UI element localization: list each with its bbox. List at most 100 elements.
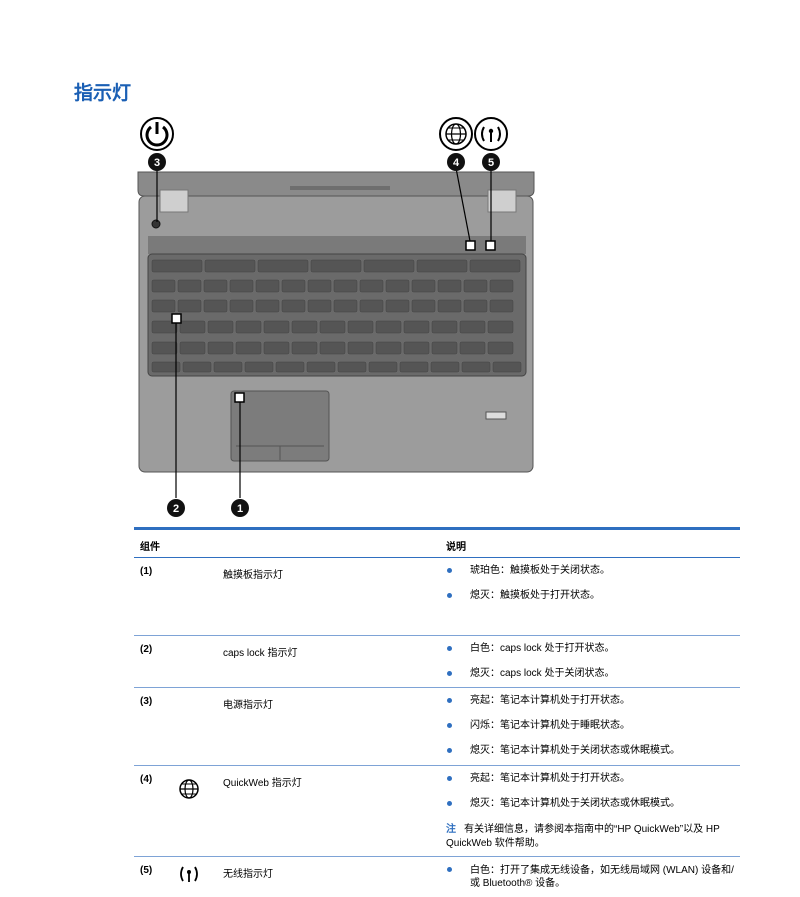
keyboard-key: [319, 320, 346, 334]
keyboard-key: [151, 279, 176, 293]
keyboard-key: [177, 279, 202, 293]
keyboard-key: [461, 361, 491, 373]
keyboard-key: [431, 320, 458, 334]
header-description: 说明: [446, 542, 466, 553]
keyboard-key: [359, 299, 384, 313]
keyboard-key: [469, 259, 521, 273]
keyboard-key: [319, 341, 346, 355]
keyboard-key: [416, 259, 468, 273]
callout-2: 2: [167, 499, 185, 517]
keyboard-key: [489, 279, 514, 293]
list-item: 白色：打开了集成无线设备，如无线局域网 (WLAN) 设备和/或 Bluetoo…: [446, 864, 740, 889]
keyboard-key: [489, 299, 514, 313]
list-item: 闪烁：笔记本计算机处于睡眠状态。: [446, 720, 740, 745]
keyboard-key: [281, 299, 306, 313]
svg-text:5: 5: [488, 157, 494, 169]
keyboard-key: [306, 361, 336, 373]
keyboard-key: [459, 341, 486, 355]
keyboard-key: [359, 279, 384, 293]
note-text: 有关详细信息，请参阅本指南中的“HP QuickWeb”以及 HP QuickW…: [446, 824, 720, 849]
svg-text:2: 2: [173, 503, 179, 515]
keyboard-key: [255, 279, 280, 293]
keyboard-key: [177, 299, 202, 313]
table-row: (5) 无线指示灯 白色：打开了集成无线设备，如无线局域网 (WLAN) 设备和…: [134, 857, 740, 897]
keyboard-key: [257, 259, 309, 273]
keyboard-key: [204, 259, 256, 273]
list-item: 亮起：笔记本计算机处于打开状态。: [446, 773, 740, 798]
svg-text:3: 3: [154, 157, 160, 169]
keyboard-key: [151, 320, 178, 334]
keyboard-key: [463, 279, 488, 293]
keyboard-key: [399, 361, 429, 373]
component-name: 电源指示灯: [223, 700, 273, 711]
keyboard-key: [437, 279, 462, 293]
row-number: (5): [140, 865, 153, 876]
keyboard-key: [431, 341, 458, 355]
power-icon: [140, 117, 174, 151]
component-table: 组件 说明 (1) 触摸板指示灯 琥珀色：触摸板处于关闭状态。 熄灭：触摸板处于…: [134, 527, 740, 897]
keyboard-key: [263, 320, 290, 334]
keyboard-key: [151, 361, 181, 373]
keyboard-key: [347, 320, 374, 334]
table-row: (3) 电源指示灯 亮起：笔记本计算机处于打开状态。 闪烁：笔记本计算机处于睡眠…: [134, 688, 740, 766]
keyboard-key: [255, 299, 280, 313]
svg-text:4: 4: [453, 157, 460, 169]
table-row: (2) caps lock 指示灯 白色：caps lock 处于打开状态。 熄…: [134, 636, 740, 688]
keyboard-key: [403, 320, 430, 334]
keyboard-key: [492, 361, 522, 373]
keyboard-key: [411, 279, 436, 293]
keyboard-key: [307, 279, 332, 293]
page-title: 指示灯: [74, 83, 132, 104]
keyboard-key: [203, 299, 228, 313]
keyboard-key: [229, 299, 254, 313]
keyboard-key: [235, 320, 262, 334]
keyboard-key: [375, 341, 402, 355]
table-row: (4) QuickWeb 指示灯 亮起：笔记本计算机处于打开状态。 熄灭：笔记本…: [134, 766, 740, 857]
keyboard-key: [182, 361, 212, 373]
keyboard-key: [179, 341, 206, 355]
keyboard-key: [375, 320, 402, 334]
keyboard-key: [275, 361, 305, 373]
note: 注有关详细信息，请参阅本指南中的“HP QuickWeb”以及 HP Quick…: [446, 823, 740, 859]
component-name: 触摸板指示灯: [223, 570, 283, 581]
keyboard-key: [403, 341, 430, 355]
keyboard-key: [385, 279, 410, 293]
keyboard-key: [487, 320, 514, 334]
keyboard-key: [213, 361, 243, 373]
component-name: QuickWeb 指示灯: [223, 778, 302, 789]
keyboard-key: [244, 361, 274, 373]
globe-icon: [439, 117, 473, 151]
row-number: (3): [140, 696, 153, 707]
component-name: caps lock 指示灯: [223, 648, 298, 659]
laptop-diagram: 3 4 5 2 1: [137, 117, 535, 517]
wireless-icon: [180, 866, 198, 882]
keyboard-key: [151, 259, 203, 273]
wireless-icon: [474, 117, 508, 151]
keyboard-key: [337, 361, 367, 373]
row-number: (4): [140, 774, 153, 785]
globe-icon: [179, 779, 199, 799]
list-item: 熄灭：笔记本计算机处于关闭状态或休眠模式。: [446, 798, 740, 823]
callout-1: 1: [231, 499, 249, 517]
note-label: 注: [446, 824, 456, 835]
keyboard-key: [347, 341, 374, 355]
row-number: (2): [140, 644, 153, 655]
keyboard-key: [363, 259, 415, 273]
callout-5: 5: [482, 153, 500, 171]
keyboard-key: [333, 299, 358, 313]
keyboard-key: [310, 259, 362, 273]
table-header: 组件 说明: [134, 527, 740, 558]
svg-text:1: 1: [237, 503, 243, 515]
row-number: (1): [140, 566, 153, 577]
keyboard-key: [207, 320, 234, 334]
keyboard-key: [203, 279, 228, 293]
keyboard-key: [151, 299, 176, 313]
keyboard-key: [385, 299, 410, 313]
list-item: 琥珀色：触摸板处于关闭状态。: [446, 565, 740, 590]
list-item: 熄灭：笔记本计算机处于关闭状态或休眠模式。: [446, 745, 740, 770]
keyboard-key: [179, 320, 206, 334]
keyboard-key: [291, 341, 318, 355]
keyboard-key: [437, 299, 462, 313]
keyboard-key: [229, 279, 254, 293]
keyboard-key: [459, 320, 486, 334]
